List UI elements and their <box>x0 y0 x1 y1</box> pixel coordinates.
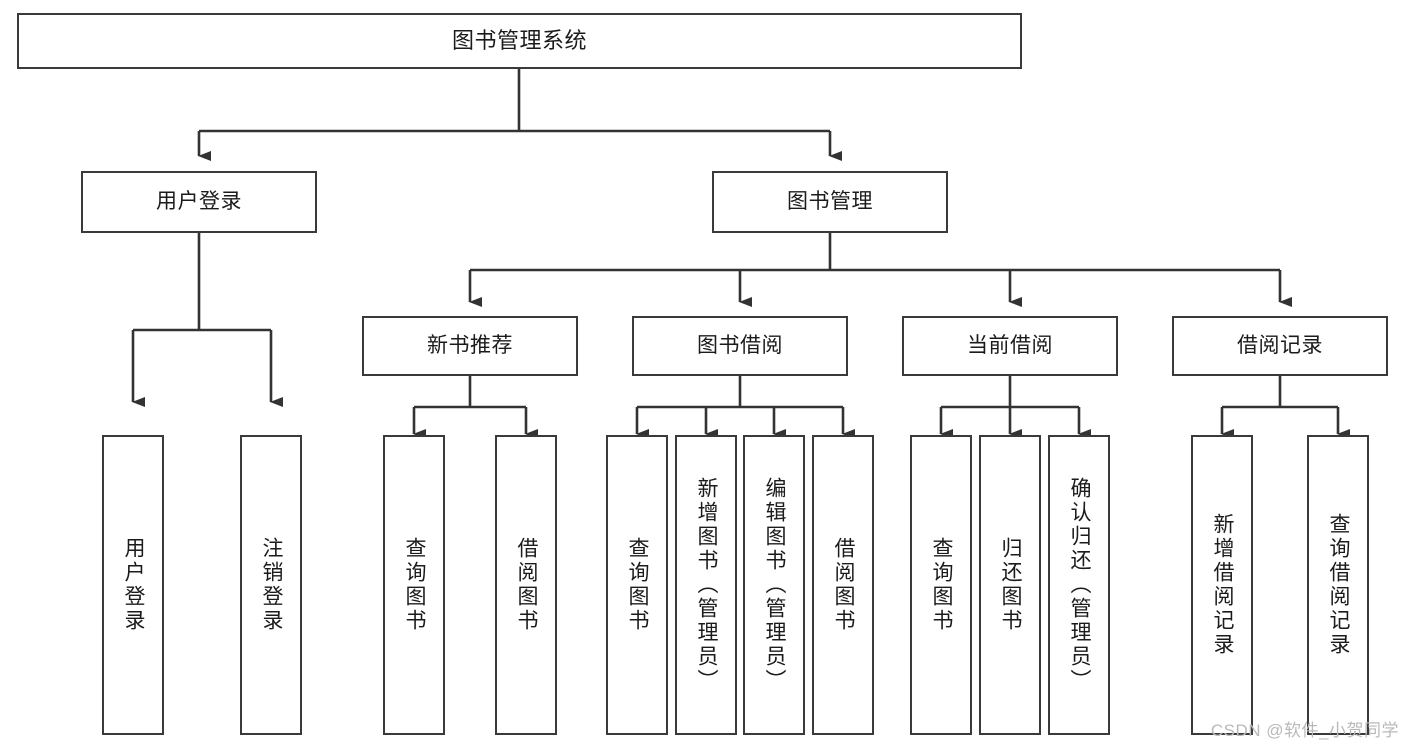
node-leaf-return-book[interactable]: 归还图书 <box>979 435 1041 735</box>
node-label: 新增借阅记录 <box>1211 513 1235 657</box>
node-label: 查询图书 <box>403 537 427 633</box>
node-label: 当前借阅 <box>967 333 1053 357</box>
node-leaf-query-borrow-record[interactable]: 查询借阅记录 <box>1307 435 1369 735</box>
node-user-login[interactable]: 用户登录 <box>81 171 317 233</box>
node-leaf-edit-book-admin[interactable]: 编辑图书（管理员） <box>743 435 805 735</box>
watermark-text: CSDN @软件_小贺同学 <box>1210 721 1399 740</box>
node-label: 用户登录 <box>122 537 146 633</box>
node-leaf-add-borrow-record[interactable]: 新增借阅记录 <box>1191 435 1253 735</box>
node-leaf-borrow-book[interactable]: 借阅图书 <box>812 435 874 735</box>
node-label: 注销登录 <box>260 537 284 633</box>
node-leaf-confirm-return-admin[interactable]: 确认归还（管理员） <box>1048 435 1110 735</box>
node-label: 查询图书 <box>626 537 650 633</box>
node-borrow-record[interactable]: 借阅记录 <box>1172 316 1388 376</box>
node-leaf-query-book[interactable]: 查询图书 <box>606 435 668 735</box>
node-label: 新增图书（管理员） <box>695 477 719 693</box>
node-label: 用户登录 <box>156 189 242 213</box>
node-label: 查询借阅记录 <box>1327 513 1351 657</box>
node-label: 图书借阅 <box>697 333 783 357</box>
node-leaf-logout[interactable]: 注销登录 <box>240 435 302 735</box>
node-current-borrow[interactable]: 当前借阅 <box>902 316 1118 376</box>
node-label: 编辑图书（管理员） <box>763 477 787 693</box>
node-label: 借阅图书 <box>832 537 856 633</box>
node-leaf-query-book-recommend[interactable]: 查询图书 <box>383 435 445 735</box>
node-label: 新书推荐 <box>427 333 513 357</box>
node-leaf-query-book-current[interactable]: 查询图书 <box>910 435 972 735</box>
node-root-system[interactable]: 图书管理系统 <box>17 13 1022 69</box>
node-new-book-recommend[interactable]: 新书推荐 <box>362 316 578 376</box>
node-label: 图书管理系统 <box>451 28 587 54</box>
node-leaf-borrow-book-recommend[interactable]: 借阅图书 <box>495 435 557 735</box>
node-book-management[interactable]: 图书管理 <box>712 171 948 233</box>
node-label: 图书管理 <box>787 189 873 213</box>
node-label: 借阅图书 <box>515 537 539 633</box>
node-leaf-user-login[interactable]: 用户登录 <box>102 435 164 735</box>
node-book-borrow[interactable]: 图书借阅 <box>632 316 848 376</box>
node-label: 查询图书 <box>930 537 954 633</box>
node-label: 归还图书 <box>999 537 1023 633</box>
node-leaf-add-book-admin[interactable]: 新增图书（管理员） <box>675 435 737 735</box>
node-label: 确认归还（管理员） <box>1068 477 1092 693</box>
node-label: 借阅记录 <box>1237 333 1323 357</box>
